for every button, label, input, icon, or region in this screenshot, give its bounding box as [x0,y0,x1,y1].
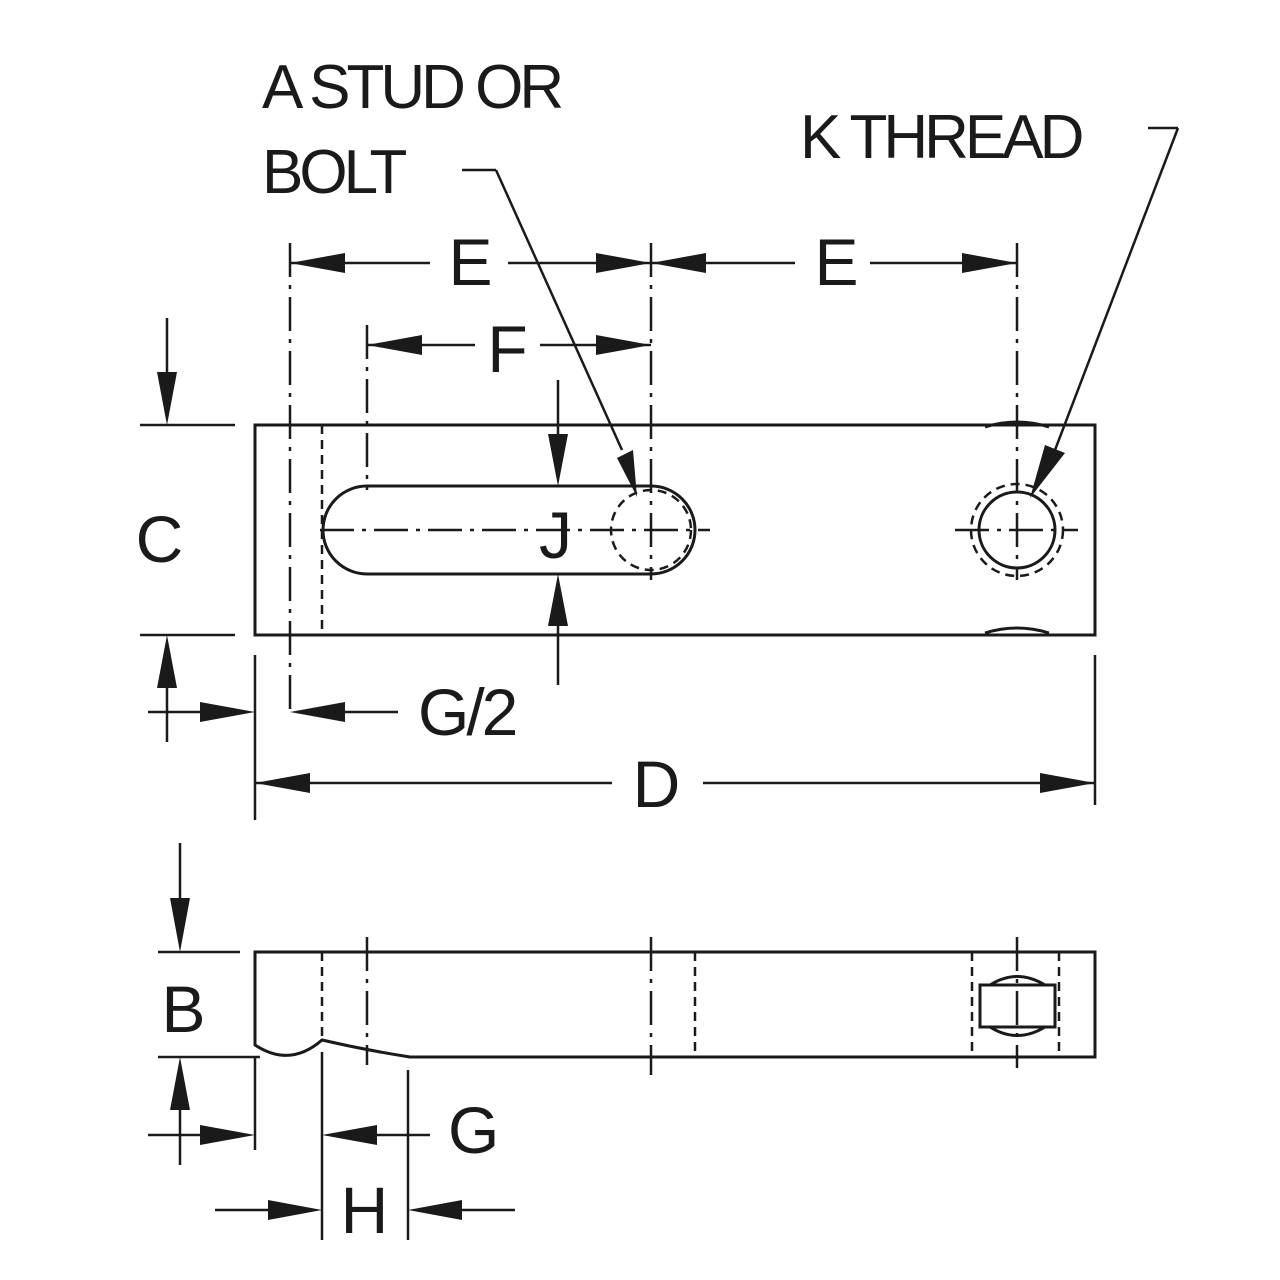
arrow-d-right [1040,773,1095,793]
arrow-c-top [157,372,177,425]
arrow-callout-a [617,450,637,497]
dim-label-e-left: E [448,225,490,299]
dim-label-h: H [341,1173,386,1247]
strap-outline-side [253,950,1097,1059]
arrow-j-bottom [548,574,568,626]
arrow-e2-right [962,253,1017,273]
dim-label-d: D [633,747,678,821]
callout-k: K THREAD [800,103,1082,172]
dim-label-g-half: G/2 [418,675,516,749]
thread-relief-bottom [984,626,1050,635]
callout-k-leader [1053,127,1180,451]
dim-label-b: B [161,972,202,1046]
side-thread-insert [978,983,1057,1029]
arrow-e1-left [290,253,345,273]
arrow-e1-right [596,253,651,273]
top-view: E E F C J G/2 D [136,53,1180,821]
dim-label-f: F [487,312,525,386]
arrow-f-left [367,335,422,355]
arrow-j-top [548,434,568,486]
side-thread-arc-bottom [989,1025,1046,1037]
arrow-b-top [170,898,190,952]
callout-a-line2: BOLT [262,138,406,207]
arrow-e2-left [651,253,706,273]
arrow-g-left [200,1125,255,1145]
arrow-h-left [268,1200,322,1220]
callout-a-line1: A STUD OR [262,53,561,122]
strap-outline-top [253,423,1097,637]
arrow-b-bottom [170,1057,190,1110]
arrow-g-right [322,1125,377,1145]
side-view: B G H [148,843,1097,1247]
side-thread-arc-top [989,975,1046,987]
callout-a-leader [494,169,624,451]
arrow-c-bottom [157,635,177,688]
arrow-callout-k [1030,445,1065,498]
arrow-f-right [596,335,651,355]
dim-label-e-right: E [814,225,856,299]
arrow-g-half-right [290,702,345,722]
dim-label-g: G [448,1093,496,1167]
dim-label-j: J [539,498,569,572]
arrow-d-left [255,773,310,793]
dim-label-c: C [136,502,182,576]
arrow-h-right [408,1200,462,1220]
arrow-g-half-left [200,702,255,722]
